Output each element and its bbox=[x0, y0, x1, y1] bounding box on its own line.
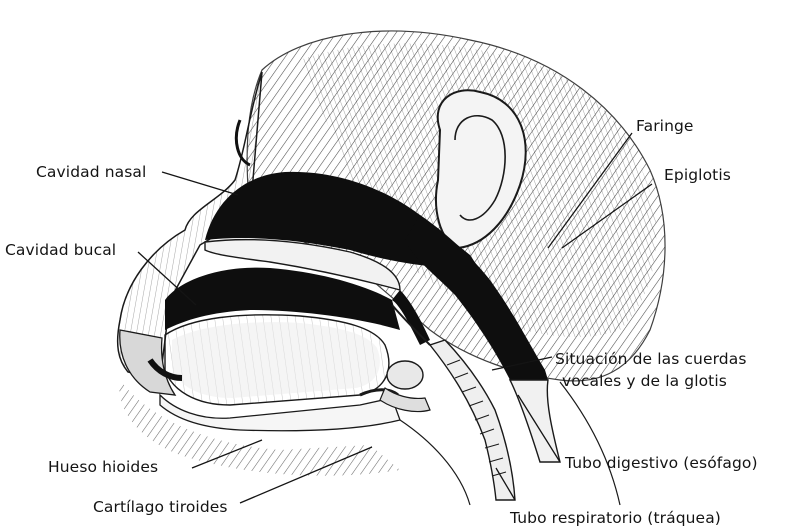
label-cuerdas-line2: vocales y de la glotis bbox=[562, 372, 727, 391]
larynx bbox=[387, 361, 423, 389]
back-of-neck bbox=[560, 382, 620, 505]
label-cuerdas-line1: Situación de las cuerdas bbox=[555, 350, 747, 369]
label-hueso-hioides: Hueso hioides bbox=[48, 458, 158, 477]
label-tubo-digestivo: Tubo digestivo (esófago) bbox=[565, 454, 758, 473]
neck-outline bbox=[400, 420, 470, 505]
tongue-fill bbox=[172, 322, 380, 398]
label-cartilago-tiroides: Cartílago tiroides bbox=[93, 498, 228, 517]
label-cavidad-nasal: Cavidad nasal bbox=[36, 163, 146, 182]
label-epiglotis: Epiglotis bbox=[664, 166, 731, 185]
leader-cavidad-nasal bbox=[162, 172, 238, 195]
label-tubo-respiratorio: Tubo respiratorio (tráquea) bbox=[510, 509, 721, 528]
label-cavidad-bucal: Cavidad bucal bbox=[5, 241, 116, 260]
label-faringe: Faringe bbox=[636, 117, 694, 136]
